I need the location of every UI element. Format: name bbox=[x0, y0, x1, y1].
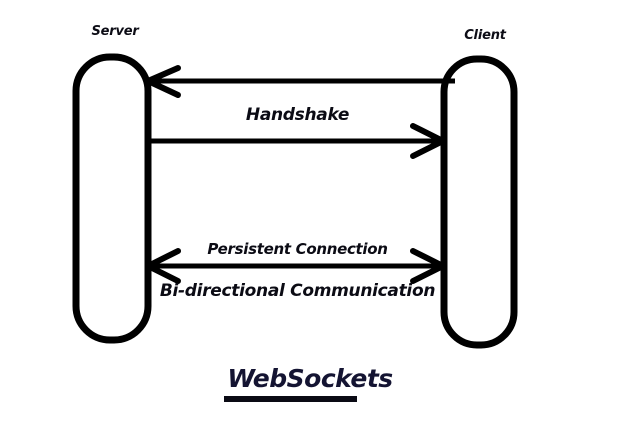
server-node-box bbox=[72, 53, 152, 344]
title-underline bbox=[224, 396, 357, 402]
handshake-response-arrow bbox=[148, 123, 446, 159]
persistent-connection-edge-label: Persistent Connection bbox=[207, 240, 388, 258]
diagram-title: WebSockets bbox=[227, 364, 393, 393]
client-node-label: Client bbox=[464, 28, 506, 43]
handshake-request-arrow bbox=[145, 65, 455, 98]
client-node-box bbox=[440, 55, 518, 349]
bi-directional-communication-edge-label: Bi-directional Communication bbox=[159, 281, 436, 301]
persistent-connection-arrow bbox=[145, 248, 446, 284]
server-node-label: Server bbox=[91, 24, 139, 39]
handshake-edge-label: Handshake bbox=[245, 105, 350, 125]
